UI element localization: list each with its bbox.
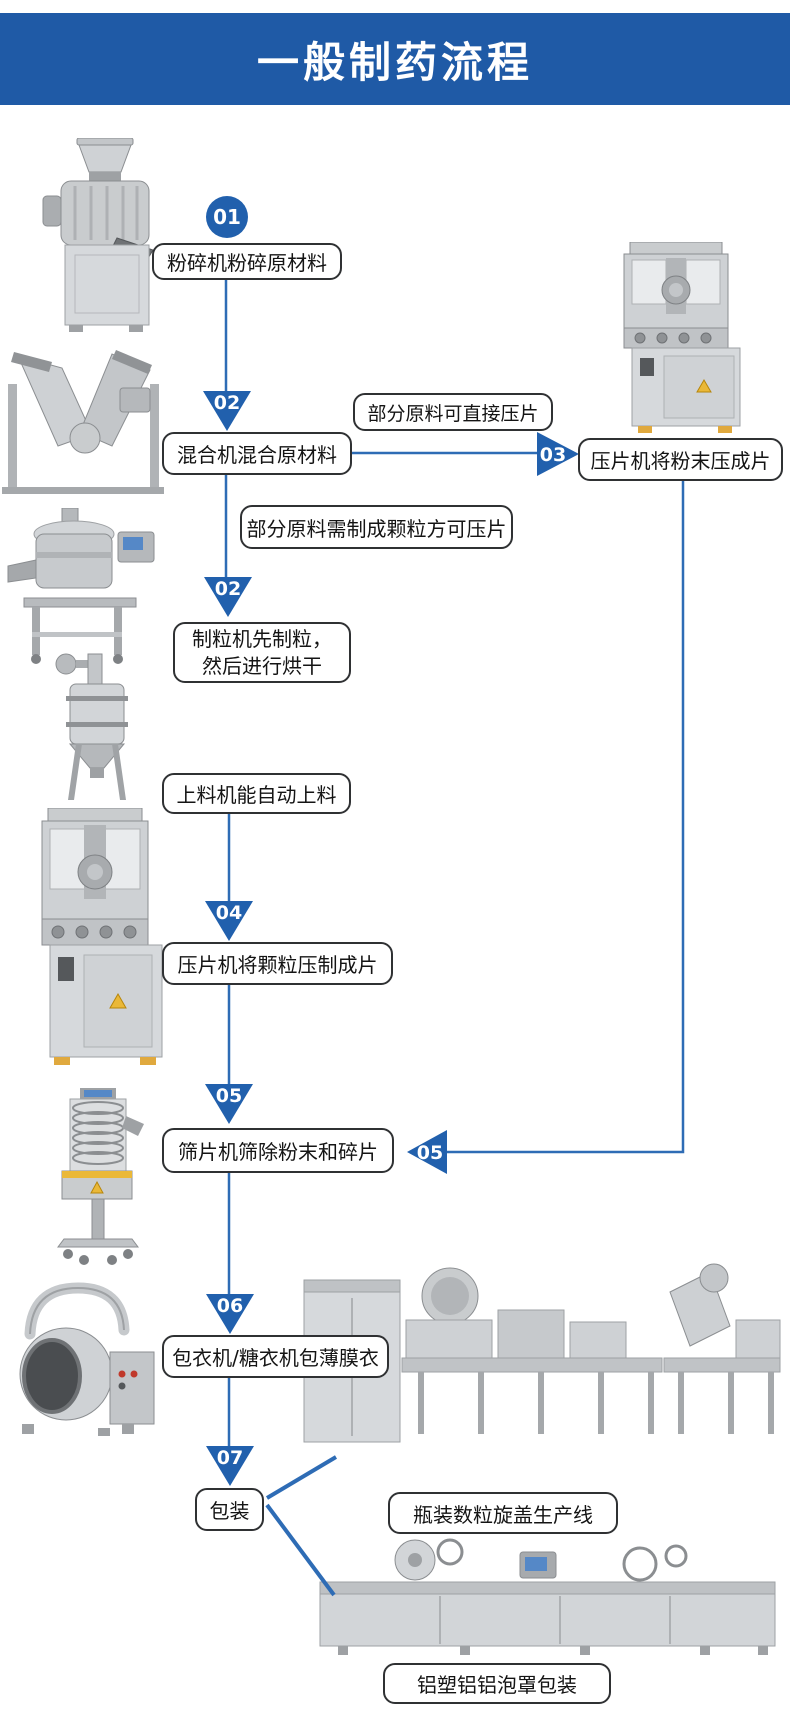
blister-packing-line-image <box>319 1538 776 1655</box>
header-banner: 一般制药流程 <box>0 13 790 105</box>
step-02b-arrow <box>204 577 252 617</box>
step-02b-number: 02 <box>215 578 241 600</box>
vacuum-feeder-machine-image <box>55 653 128 800</box>
coating-machine-image <box>19 1282 155 1436</box>
step-05-number: 05 <box>216 1085 242 1107</box>
step-03-label-box: 压片机将粉末压成片 <box>578 438 783 481</box>
step-02b-label-line1: 制粒机先制粒， <box>192 626 332 651</box>
step-02b-label-line2: 然后进行烘干 <box>202 653 322 678</box>
note-direct-press: 部分原料可直接压片 <box>367 402 539 425</box>
step-04-label: 压片机将颗粒压制成片 <box>177 953 378 977</box>
feeder-note-box: 上料机能自动上料 <box>162 773 351 814</box>
v-mixer-machine-image <box>2 350 164 494</box>
tablet-press-machine-right-image <box>623 242 741 433</box>
step-06-arrow <box>206 1294 254 1334</box>
step-05-arrow <box>205 1084 253 1124</box>
step-01-badge: 01 <box>206 196 248 238</box>
step-01-label: 粉碎机粉碎原材料 <box>167 251 327 275</box>
note-direct-press-box: 部分原料可直接压片 <box>353 393 553 431</box>
step-06-label-box: 包衣机/糖衣机包薄膜衣 <box>162 1335 389 1378</box>
step-07-label-box: 包装 <box>195 1488 264 1531</box>
step-02-label-box: 混合机混合原材料 <box>162 432 352 475</box>
bottle-line-label: 瓶装数粒旋盖生产线 <box>413 1502 593 1527</box>
step-02b-label-box: 制粒机先制粒， 然后进行烘干 <box>173 622 351 683</box>
step-02-arrow <box>203 391 251 431</box>
step-04-label-box: 压片机将颗粒压制成片 <box>162 942 393 985</box>
step-03-arrow <box>537 432 579 476</box>
step-07-arrow <box>206 1446 254 1486</box>
step-02-label: 混合机混合原材料 <box>177 443 337 467</box>
note-need-granule: 部分原料需制成颗粒方可压片 <box>246 516 507 541</box>
step-04-arrow <box>205 901 253 941</box>
blister-line-label: 铝塑铝铝泡罩包装 <box>417 1673 577 1697</box>
step-05-side-arrow <box>407 1130 447 1174</box>
step-05-label: 筛片机筛除粉末和碎片 <box>178 1140 378 1164</box>
step-07-number: 07 <box>217 1447 243 1469</box>
bottle-line-label-box: 瓶装数粒旋盖生产线 <box>388 1492 618 1534</box>
tablet-press-machine-left-image <box>41 808 163 1065</box>
step-05-label-box: 筛片机筛除粉末和碎片 <box>162 1128 394 1173</box>
step-03-number: 03 <box>540 444 566 466</box>
step-06-label: 包衣机/糖衣机包薄膜衣 <box>172 1346 379 1370</box>
step-02-number: 02 <box>214 392 240 414</box>
step-04-number: 04 <box>216 902 242 924</box>
tablet-sifter-machine-image <box>57 1088 144 1265</box>
granulator-machine-image <box>7 508 155 664</box>
step-06-number: 06 <box>217 1295 243 1317</box>
blister-line-label-box: 铝塑铝铝泡罩包装 <box>383 1663 611 1704</box>
crusher-machine-image <box>42 138 154 332</box>
step-07-label: 包装 <box>209 1499 250 1523</box>
step-03-label: 压片机将粉末压成片 <box>590 449 771 473</box>
note-need-granule-box: 部分原料需制成颗粒方可压片 <box>240 505 513 549</box>
feeder-note: 上料机能自动上料 <box>176 783 337 807</box>
step-01-label-box: 粉碎机粉碎原材料 <box>152 243 342 280</box>
step-05-side-number: 05 <box>417 1142 443 1164</box>
step-01-number: 01 <box>213 205 241 229</box>
page-title: 一般制药流程 <box>256 37 533 87</box>
